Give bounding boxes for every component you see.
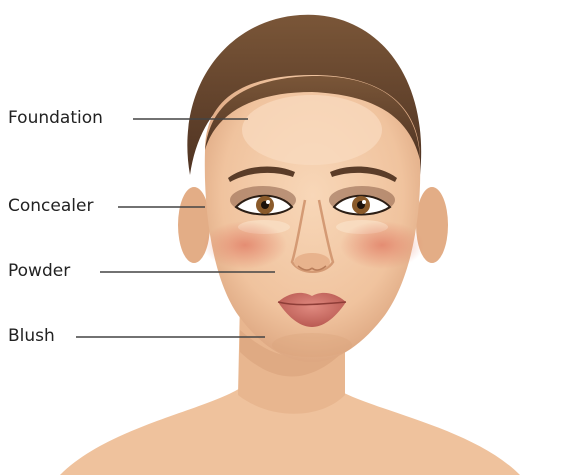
chin-shadow: [272, 333, 352, 357]
right-blush: [340, 221, 424, 269]
concealer-label: Concealer: [8, 196, 93, 216]
foundation-label: Foundation: [8, 108, 103, 128]
blush-label: Blush: [8, 326, 55, 346]
forehead-highlight: [242, 95, 382, 165]
left-blush: [203, 221, 287, 269]
powder-label: Powder: [8, 261, 70, 281]
